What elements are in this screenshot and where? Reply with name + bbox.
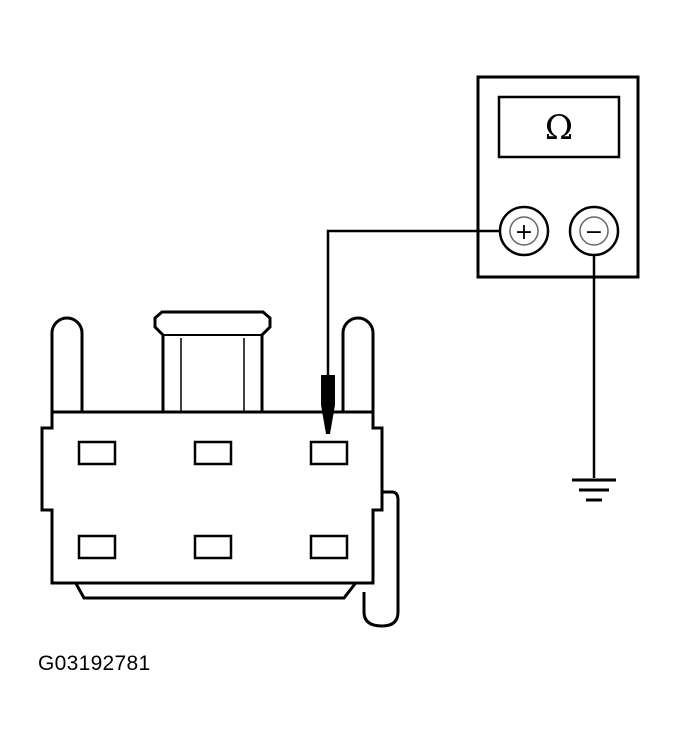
pin-cavity <box>77 440 117 466</box>
pin-cavity <box>193 440 233 466</box>
negative-terminal-jack <box>579 216 609 246</box>
connector-body <box>40 410 384 585</box>
pin-cavity <box>309 534 349 560</box>
ohm-symbol: Ω <box>545 108 573 148</box>
negative-terminal-symbol: − <box>585 220 603 245</box>
figure-code: G03192781 <box>38 652 151 675</box>
positive-test-lead <box>326 229 500 378</box>
top-latch <box>153 310 272 414</box>
probe-tip <box>321 375 335 434</box>
pin-cavity <box>309 440 349 466</box>
pin-cavity <box>77 534 117 560</box>
electrical-connector <box>40 310 400 628</box>
positive-terminal-jack <box>509 216 539 246</box>
test-leads <box>326 229 596 478</box>
multimeter-display <box>497 95 621 159</box>
positive-terminal-symbol: + <box>515 220 533 245</box>
pin-cavity <box>193 534 233 560</box>
ground-icon <box>572 478 616 502</box>
multimeter: Ω + − <box>476 75 640 279</box>
